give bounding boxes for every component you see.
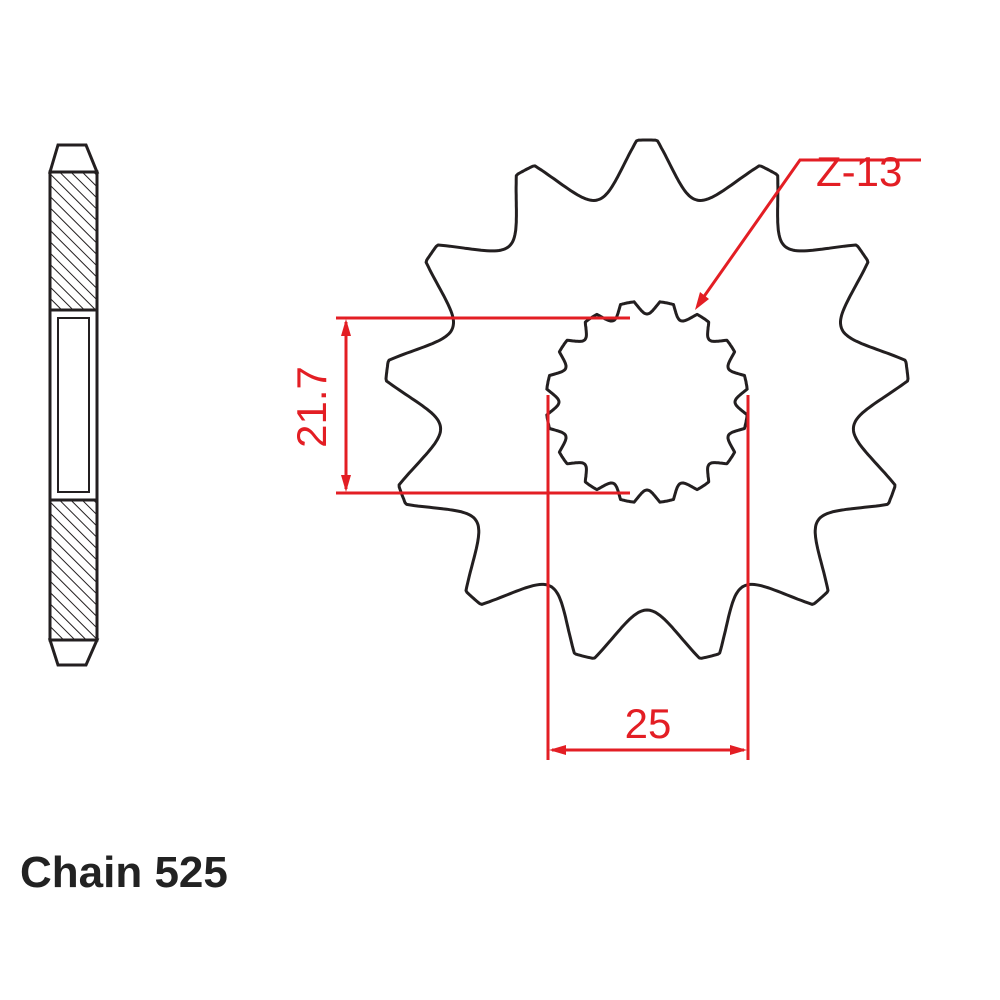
leader-arrow-icon (695, 292, 709, 310)
teeth-count-label: Z-13 (816, 148, 902, 195)
side-profile-view (47, 143, 100, 667)
dimension-21-7 (336, 316, 630, 495)
arrow-left-icon (549, 745, 566, 755)
side-profile-upper-hatch (48, 170, 99, 312)
sprocket-outline (384, 138, 910, 660)
side-profile-hub-inner (57, 317, 90, 493)
arrow-right-icon (730, 745, 747, 755)
leader-line (696, 158, 921, 306)
arrow-down-icon (341, 475, 351, 492)
spline-dimension-label: 21.7 (288, 366, 335, 448)
side-profile-bottom-chamfer (47, 638, 100, 667)
side-profile-lower-hatch (48, 498, 99, 642)
chain-size-caption: Chain 525 (20, 848, 228, 897)
dimension-25 (546, 395, 750, 760)
arrow-up-icon (341, 319, 351, 336)
bore-dimension-label: 25 (625, 700, 672, 747)
leader-z-13 (695, 158, 921, 310)
spline-bore-outline (545, 300, 749, 504)
side-profile-top-chamfer (47, 143, 100, 174)
